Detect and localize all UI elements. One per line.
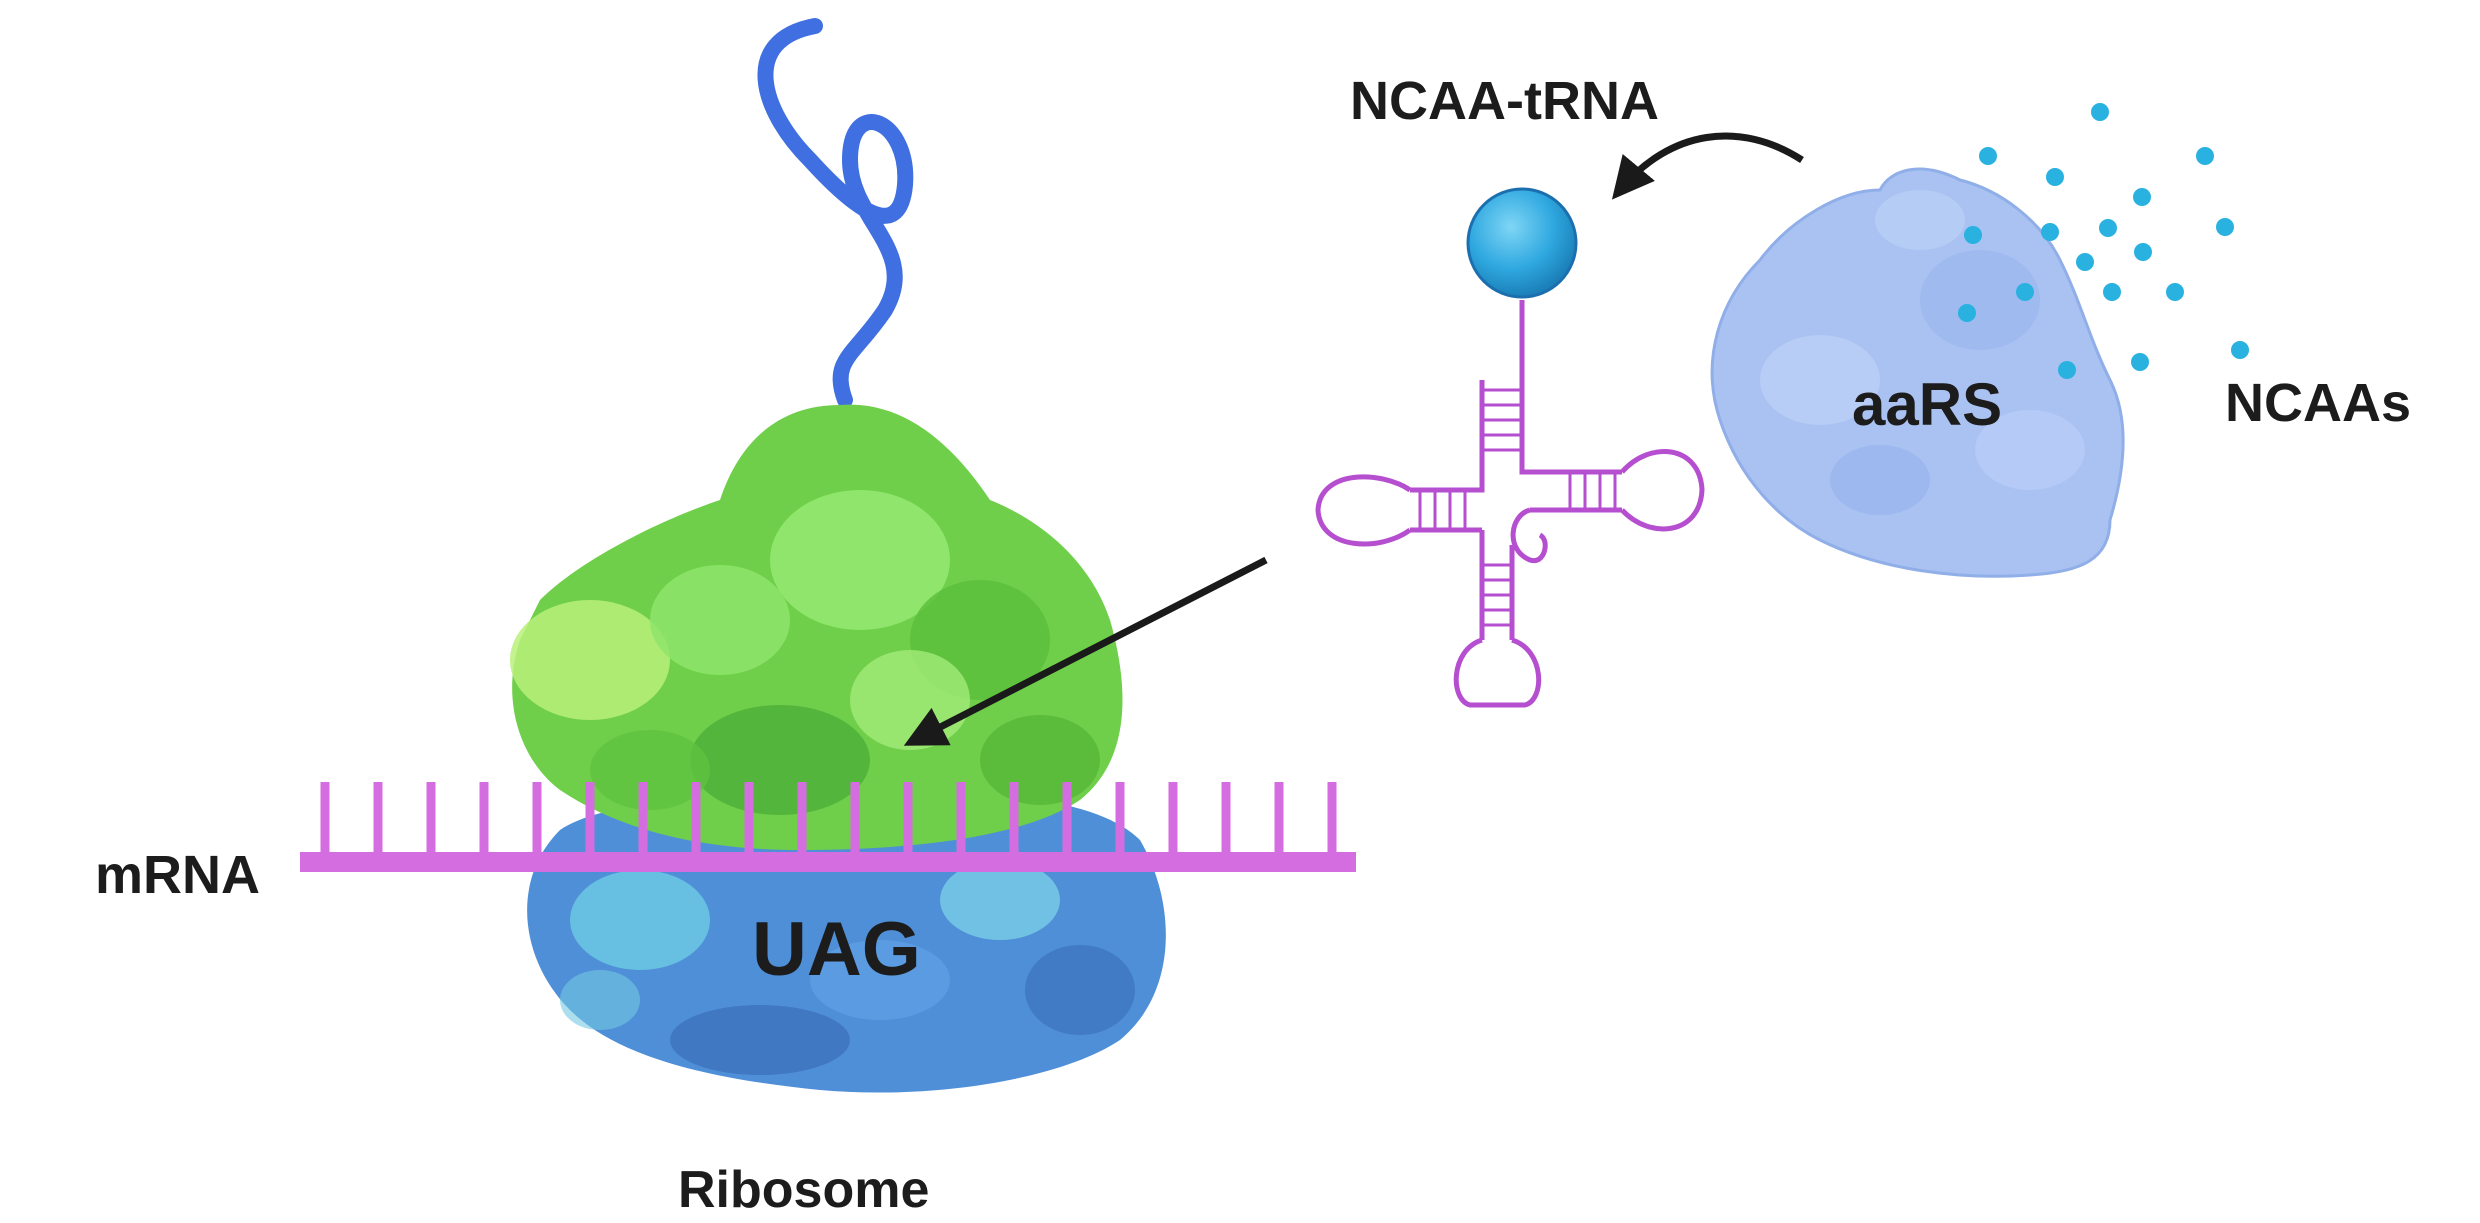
ncaas-label: NCAAs (2225, 373, 2412, 433)
amino-acid-sphere-icon (1466, 187, 1578, 299)
aars-enzyme-icon (1710, 167, 2125, 578)
mrna-strand (300, 782, 1356, 872)
ribosome-label: Ribosome (678, 1161, 930, 1219)
aars-label: aaRS (1852, 371, 2003, 438)
ribosome-large-subunit (510, 404, 1123, 850)
arrow-trna-to-ribosome (903, 556, 1268, 746)
mrna-label: mRNA (95, 845, 261, 905)
arrow-aars-to-trna (1611, 132, 1804, 200)
ncaa-dots (1958, 103, 2249, 379)
ncaa-trna-label: NCAA-tRNA (1350, 71, 1659, 131)
trna-cloverleaf-icon (1315, 300, 1705, 708)
uag-codon-label: UAG (752, 907, 921, 992)
polypeptide-chain-icon (757, 18, 914, 408)
